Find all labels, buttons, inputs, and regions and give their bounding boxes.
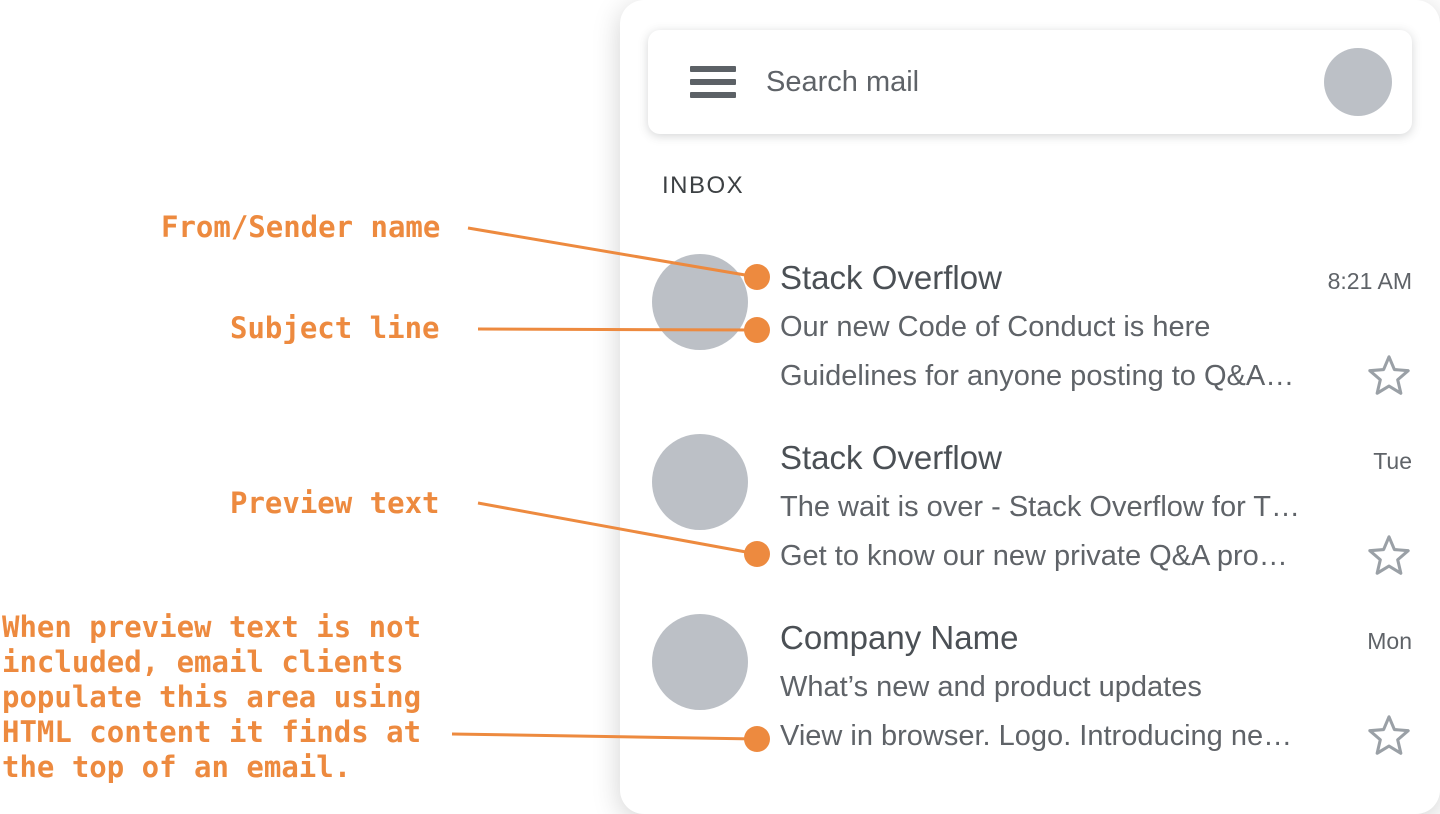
sender-name: Stack Overflow <box>780 259 1002 296</box>
sender-avatar[interactable] <box>652 614 748 710</box>
hamburger-bar <box>690 79 736 85</box>
star-icon[interactable] <box>1366 533 1412 579</box>
search-input[interactable] <box>766 65 1324 99</box>
email-row-content: Stack Overflow 8:21 AM Our new Code of C… <box>780 254 1412 400</box>
email-time: 8:21 AM <box>1327 268 1412 294</box>
inbox-section-label: INBOX <box>662 172 745 199</box>
email-time: Tue <box>1373 448 1412 474</box>
subject-line: The wait is over - Stack Overflow for T… <box>780 491 1300 523</box>
sender-name: Company Name <box>780 619 1019 656</box>
email-client-card: INBOX Stack Overflow 8:21 AM Our new Cod… <box>620 0 1440 814</box>
subject-line: Our new Code of Conduct is here <box>780 311 1211 343</box>
preview-text: View in browser. Logo. Introducing ne… <box>780 719 1293 752</box>
sender-name: Stack Overflow <box>780 439 1002 476</box>
annotation-preview-label: Preview text <box>230 486 440 520</box>
email-row-content: Stack Overflow Tue The wait is over - St… <box>780 434 1412 580</box>
email-row-content: Company Name Mon What’s new and product … <box>780 614 1412 760</box>
hamburger-bar <box>690 66 736 72</box>
annotation-from-sender-label: From/Sender name <box>161 210 441 244</box>
sender-avatar[interactable] <box>652 254 748 350</box>
email-row[interactable]: Stack Overflow 8:21 AM Our new Code of C… <box>652 254 1412 400</box>
star-icon[interactable] <box>1366 353 1412 399</box>
subject-line: What’s new and product updates <box>780 671 1202 703</box>
profile-avatar[interactable] <box>1324 48 1392 116</box>
hamburger-bar <box>690 92 736 98</box>
search-bar <box>648 30 1412 134</box>
email-row[interactable]: Company Name Mon What’s new and product … <box>652 614 1412 760</box>
sender-avatar[interactable] <box>652 434 748 530</box>
annotation-note-text: When preview text is not included, email… <box>2 610 422 784</box>
hamburger-menu-icon[interactable] <box>690 66 736 98</box>
email-row[interactable]: Stack Overflow Tue The wait is over - St… <box>652 434 1412 580</box>
preview-text: Guidelines for anyone posting to Q&A… <box>780 359 1295 392</box>
email-time: Mon <box>1367 628 1412 654</box>
star-icon[interactable] <box>1366 713 1412 759</box>
annotation-subject-label: Subject line <box>230 311 440 345</box>
preview-text: Get to know our new private Q&A pro… <box>780 539 1288 572</box>
